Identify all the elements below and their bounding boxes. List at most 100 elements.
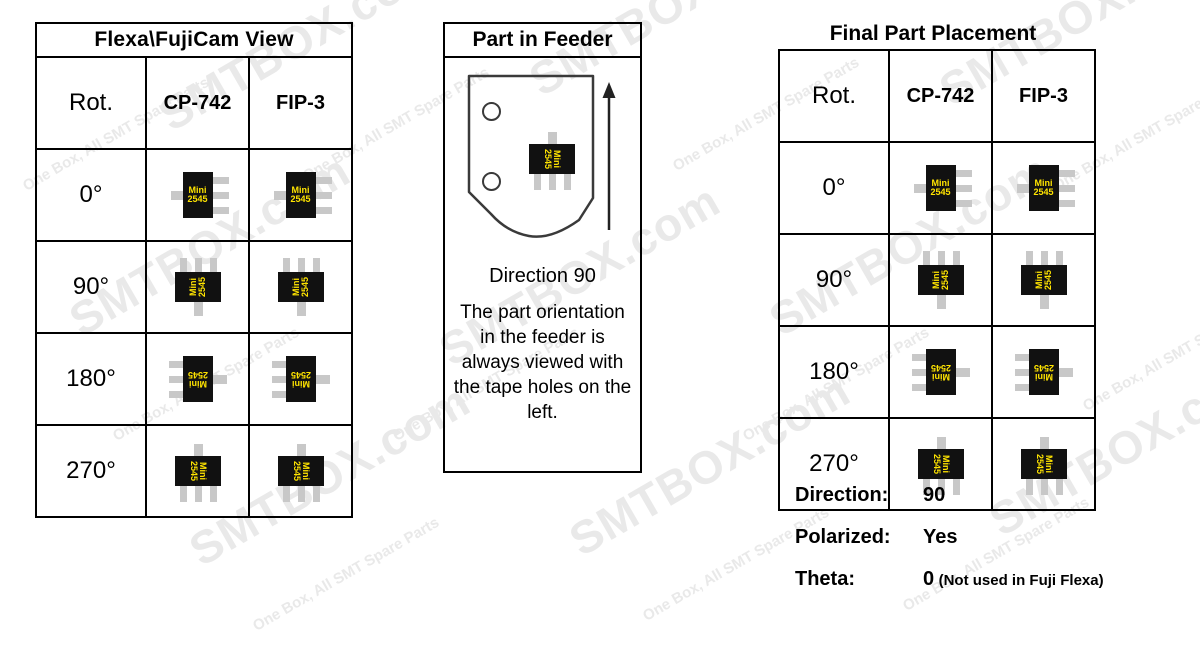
part-pin: [953, 170, 972, 177]
left-row-label-90: 90°: [35, 240, 147, 334]
part-pin: [1040, 477, 1048, 495]
right-col-header-rot: Rot.: [778, 49, 890, 143]
tape-hole-icon: [482, 172, 501, 191]
property-row-theta: Theta: 0 (Not used in Fuji Flexa): [795, 568, 1185, 591]
part-pin: [1025, 477, 1033, 495]
watermark-text: One Box, All SMT Spare Parts: [1080, 294, 1200, 415]
polarized-value: Yes: [923, 526, 958, 548]
feeder-panel-title: Part in Feeder: [445, 24, 640, 58]
theta-label: Theta:: [795, 568, 855, 590]
part-pin: [1016, 184, 1031, 193]
right-row-label-90: 90°: [778, 233, 890, 327]
left-col-header-fip3: FIP-3: [248, 56, 353, 150]
part-pin: [1056, 185, 1075, 192]
part-pin: [937, 251, 945, 269]
right-row-label-0: 0°: [778, 141, 890, 235]
theta-note: (Not used in Fuji Flexa): [938, 572, 1104, 589]
part-pin: [271, 361, 290, 368]
flexa-fujicam-view-panel: Flexa\FujiCam View Rot. CP-742 FIP-3 0° …: [35, 22, 353, 518]
part-pin: [210, 207, 229, 214]
part-pin: [1025, 251, 1033, 269]
part-pin: [1039, 295, 1049, 309]
part-pin: [296, 302, 306, 316]
direction-label: Direction:: [795, 484, 889, 506]
part-pin: [212, 375, 227, 384]
part-pin: [952, 251, 960, 269]
part-pin: [313, 207, 332, 214]
right-table-title: Final Part Placement: [829, 22, 1037, 45]
part-pin: [534, 172, 541, 190]
left-row-label-180: 180°: [35, 332, 147, 426]
part-pin: [953, 185, 972, 192]
part-pin: [955, 368, 970, 377]
part-pin: [1014, 369, 1033, 376]
table-header-row: Rot. CP-742 FIP-3: [778, 49, 1096, 143]
part-pin: [210, 177, 229, 184]
left-table-title: Flexa\FujiCam View: [35, 22, 353, 58]
part-pin: [313, 192, 332, 199]
part-pin: [911, 384, 930, 391]
part-pin: [1056, 200, 1075, 207]
part-pin: [194, 258, 202, 276]
part-pin: [168, 376, 187, 383]
part-pin: [911, 354, 930, 361]
part-pin: [1058, 368, 1073, 377]
part-pin: [953, 200, 972, 207]
part-pin: [548, 132, 557, 146]
left-col-header-rot: Rot.: [35, 56, 147, 150]
part-pin: [1014, 354, 1033, 361]
flexa-fujicam-view-table: Flexa\FujiCam View Rot. CP-742 FIP-3 0° …: [35, 22, 353, 518]
part-pin: [209, 484, 217, 502]
part-pin: [193, 444, 203, 458]
final-part-placement-panel: Final Part Placement Rot. CP-742 FIP-3 0…: [778, 22, 1096, 511]
part-pin: [297, 484, 305, 502]
property-row-direction: Direction: 90: [795, 484, 1185, 507]
left-row-label-270: 270°: [35, 424, 147, 518]
part-pin: [170, 191, 185, 200]
part-pin: [209, 258, 217, 276]
part-pin: [313, 177, 332, 184]
right-col-header-cp742: CP-742: [888, 49, 993, 143]
